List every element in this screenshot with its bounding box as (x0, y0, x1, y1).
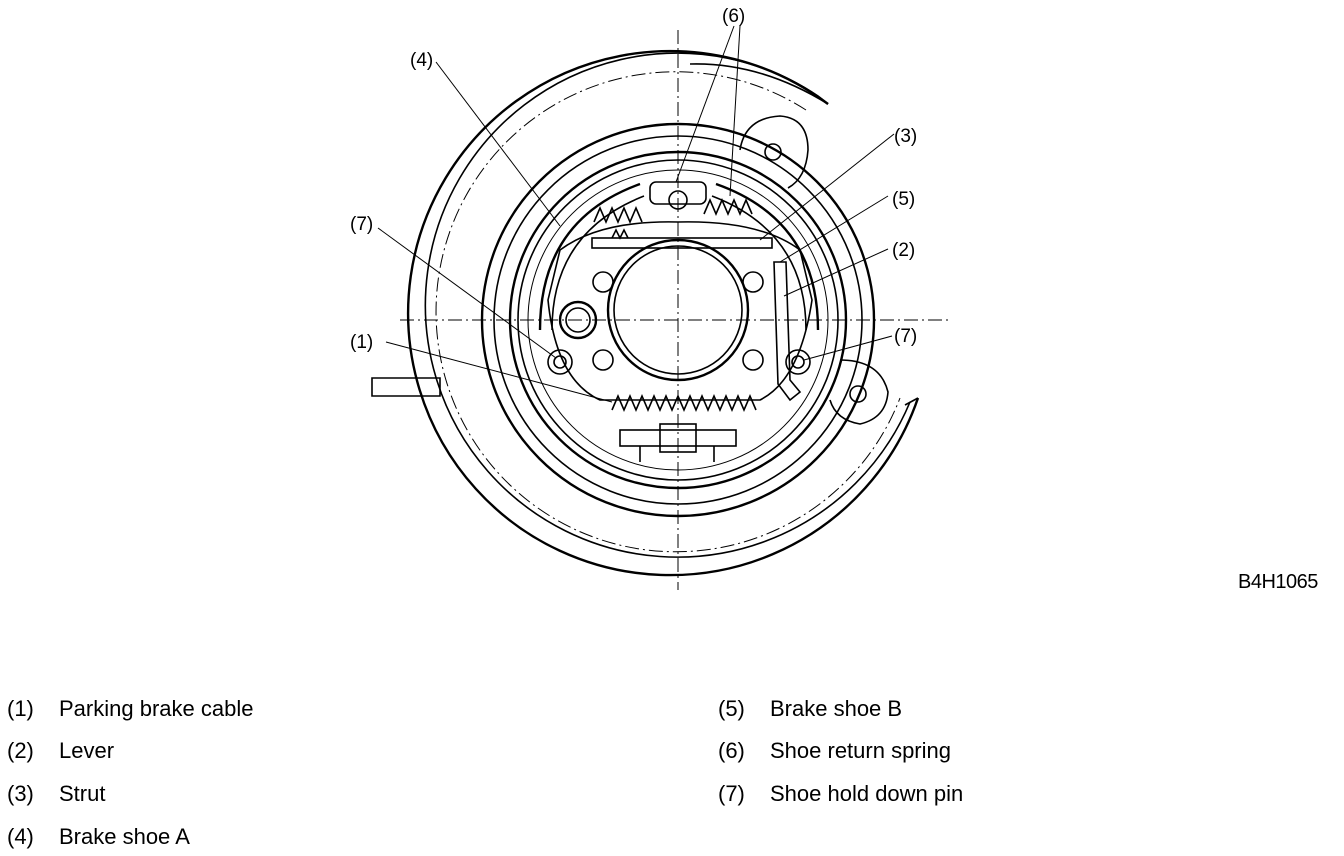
brake-shoes (538, 182, 820, 401)
callout-4: (4) (410, 50, 433, 71)
leader-lines (377, 25, 895, 403)
legend-item: (3) Strut (7, 781, 105, 807)
legend-number: (3) (7, 781, 34, 806)
callout-7-left: (7) (350, 214, 373, 235)
hub (547, 238, 811, 382)
legend-item: (1) Parking brake cable (7, 696, 253, 722)
callout-1: (1) (350, 332, 373, 353)
adjuster-spring (611, 393, 757, 462)
legend-label: Strut (59, 781, 106, 806)
legend-item: (7) Shoe hold down pin (718, 781, 963, 807)
legend-number: (1) (7, 696, 34, 721)
legend-label: Brake shoe B (770, 696, 903, 721)
legend-number: (5) (718, 696, 745, 721)
legend-number: (4) (7, 824, 34, 849)
legend-label: Shoe hold down pin (770, 781, 964, 806)
legend-number: (7) (718, 781, 745, 806)
callout-3: (3) (894, 126, 917, 147)
legend-label: Parking brake cable (59, 696, 254, 721)
legend-label: Brake shoe A (59, 824, 190, 849)
legend-number: (6) (718, 738, 745, 763)
legend-item: (4) Brake shoe A (7, 824, 190, 850)
callout-7-right: (7) (894, 326, 917, 347)
legend-item: (2) Lever (7, 738, 114, 764)
legend-number: (2) (7, 738, 34, 763)
legend-item: (6) Shoe return spring (718, 738, 951, 764)
callout-6: (6) (722, 6, 745, 27)
legend-label: Shoe return spring (770, 738, 951, 763)
callout-5: (5) (892, 189, 915, 210)
legend-item: (5) Brake shoe B (718, 696, 902, 722)
lever (773, 261, 802, 402)
backing-plate (371, 49, 920, 577)
callout-2: (2) (892, 240, 915, 261)
figure-code: B4H1065 (1238, 571, 1318, 593)
center-lines (400, 30, 950, 590)
legend-label: Lever (59, 738, 115, 763)
strut (591, 228, 773, 249)
